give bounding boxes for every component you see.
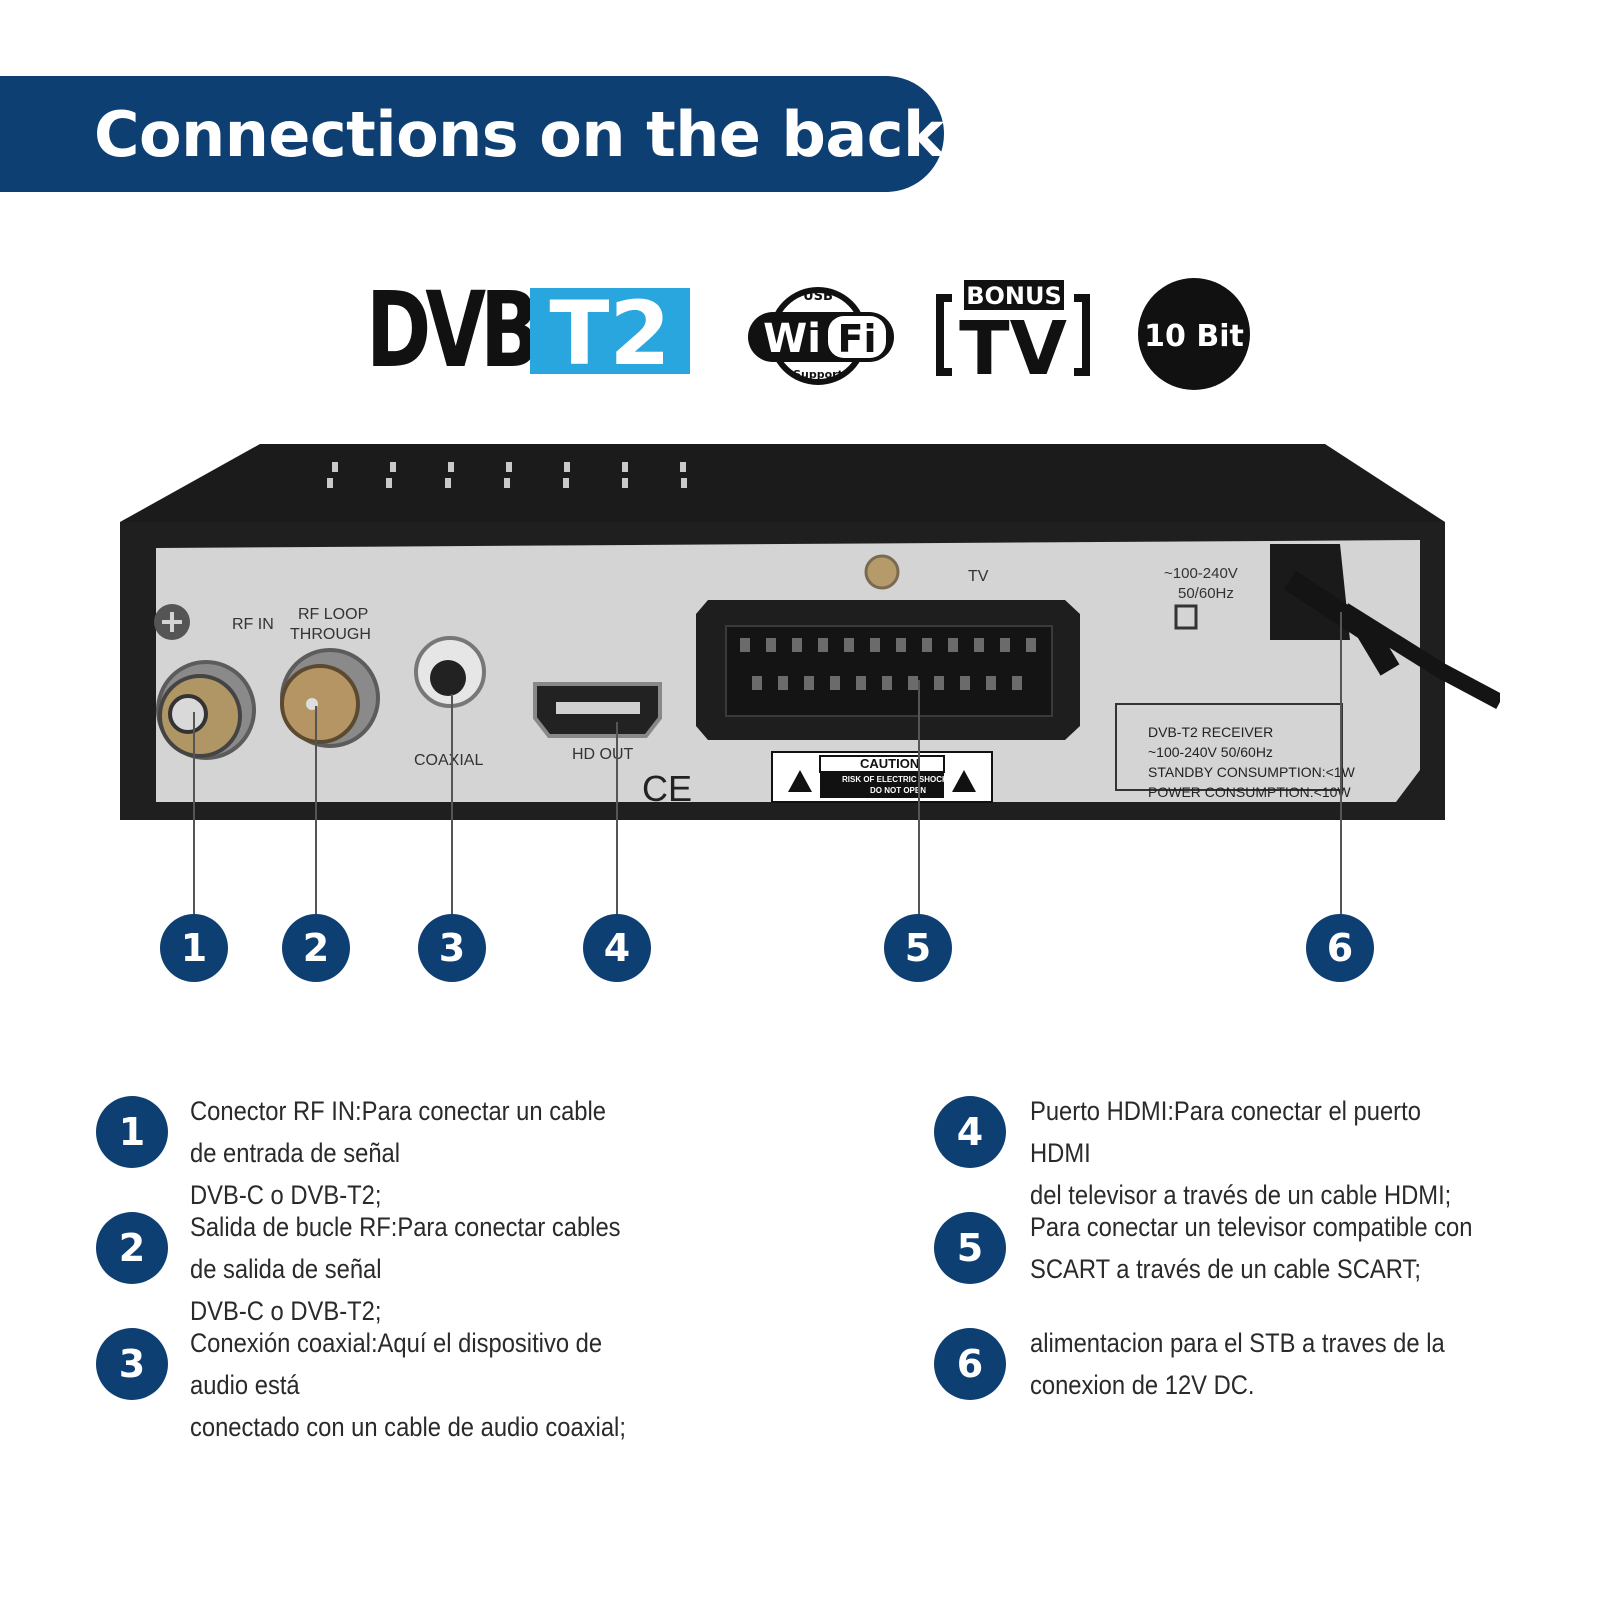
description-text-4: Puerto HDMI:Para conectar el puerto HDMI…	[1030, 1096, 1452, 1210]
callout-badge-6: 6	[1306, 914, 1374, 982]
coaxial-connector	[414, 636, 486, 708]
description-badge-2: 2	[96, 1212, 168, 1284]
callout-badge-3: 3	[418, 914, 486, 982]
callout-line-1	[193, 712, 195, 918]
t2-text: T2	[549, 282, 670, 385]
wifi-fi-box	[828, 316, 886, 358]
rf-loop-connector	[280, 648, 380, 748]
ten-bit-circle	[1138, 278, 1250, 390]
description-text-1: Conector RF IN:Para conectar un cable de…	[190, 1096, 607, 1210]
ten-bit-text: 10 Bit	[1144, 319, 1244, 354]
page-title: Connections on the back	[94, 98, 944, 171]
scart-connector	[696, 600, 1080, 740]
description-text-3: Conexión coaxial:Aquí el dispositivo de …	[190, 1328, 626, 1442]
tv-text: TV	[959, 306, 1067, 392]
rating-plate	[1115, 703, 1343, 791]
callout-badge-4: 4	[583, 914, 651, 982]
bonus-text: BONUS	[966, 282, 1062, 310]
feature-logos: DVB T2 USB Wi Fi Support BONUS TV 10 Bit	[366, 269, 1250, 392]
screw-top	[864, 554, 900, 590]
description-badge-1: 1	[96, 1096, 168, 1168]
callout-line-5	[918, 680, 920, 918]
callout-badge-2: 2	[282, 914, 350, 982]
description-badge-5: 5	[934, 1212, 1006, 1284]
receiver-back-panel	[120, 444, 1500, 820]
vent-slots	[327, 462, 687, 488]
header-banner	[0, 76, 944, 192]
left-bracket	[936, 294, 952, 376]
callout-line-4	[616, 722, 618, 918]
power-symbol	[1174, 604, 1198, 630]
description-badge-6: 6	[934, 1328, 1006, 1400]
power-cable	[1270, 544, 1500, 710]
callout-line-6	[1340, 612, 1342, 918]
description-text-6: alimentacion para el STB a traves de la …	[1030, 1328, 1445, 1400]
description-badge-4: 4	[934, 1096, 1006, 1168]
wifi-usb-text: USB	[803, 289, 833, 304]
t2-box	[530, 288, 690, 374]
wifi-support-text: Support	[793, 368, 843, 381]
callout-line-3	[451, 694, 453, 918]
caution-label	[771, 751, 993, 803]
dvb-t2-logo: DVB T2	[366, 269, 690, 391]
description-text-2: Salida de bucle RF:Para conectar cables …	[190, 1212, 621, 1326]
right-bracket	[1074, 294, 1090, 376]
description-text-5: Para conectar un televisor compatible co…	[1030, 1212, 1473, 1284]
top-cover	[120, 444, 1445, 522]
wifi-wi-text: Wi	[763, 316, 821, 362]
callout-badge-1: 1	[160, 914, 228, 982]
wifi-usb-logo: USB Wi Fi Support	[748, 287, 894, 385]
callout-badge-5: 5	[884, 914, 952, 982]
ten-bit-logo: 10 Bit	[1138, 278, 1250, 390]
callout-line-2	[315, 706, 317, 918]
bonus-tv-logo: BONUS TV	[936, 280, 1090, 392]
rf-in-connector	[156, 660, 256, 760]
dvb-text: DVB	[366, 269, 535, 391]
bonus-box	[964, 280, 1064, 310]
description-badge-3: 3	[96, 1328, 168, 1400]
wifi-fi-text: Fi	[838, 317, 877, 361]
